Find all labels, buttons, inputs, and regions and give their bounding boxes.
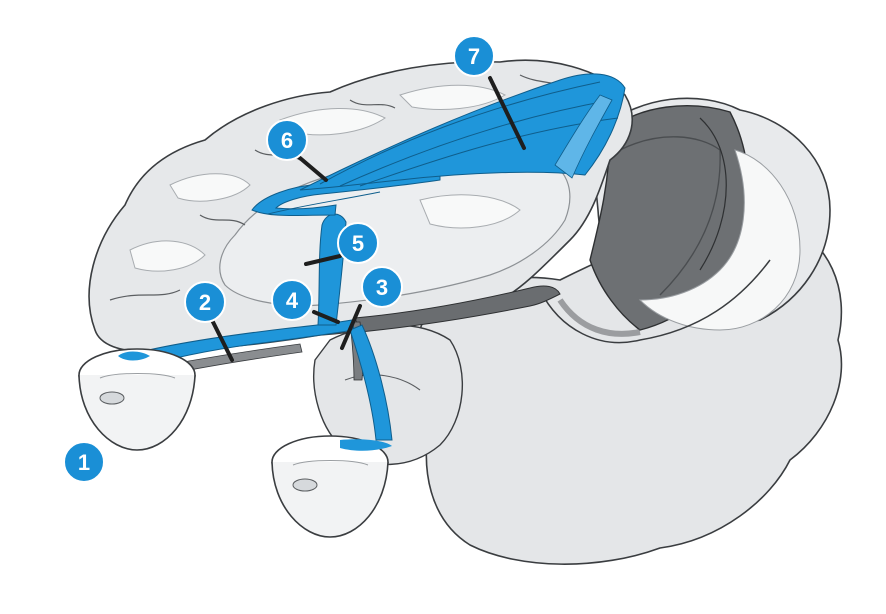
marker-4-label: 4	[286, 288, 299, 313]
marker-6-label: 6	[281, 128, 293, 153]
marker-7-label: 7	[468, 44, 480, 69]
marker-3-label: 3	[376, 275, 388, 300]
marker-1: 1	[64, 442, 104, 482]
marker-2: 2	[185, 282, 225, 322]
marker-5: 5	[338, 223, 378, 263]
marker-6: 6	[267, 120, 307, 160]
marker-7: 7	[454, 36, 494, 76]
marker-3: 3	[362, 267, 402, 307]
marker-2-label: 2	[199, 290, 211, 315]
marker-4: 4	[272, 280, 312, 320]
right-eye	[272, 436, 392, 537]
marker-1-label: 1	[78, 450, 90, 475]
left-eye	[79, 349, 195, 450]
marker-5-label: 5	[352, 231, 364, 256]
